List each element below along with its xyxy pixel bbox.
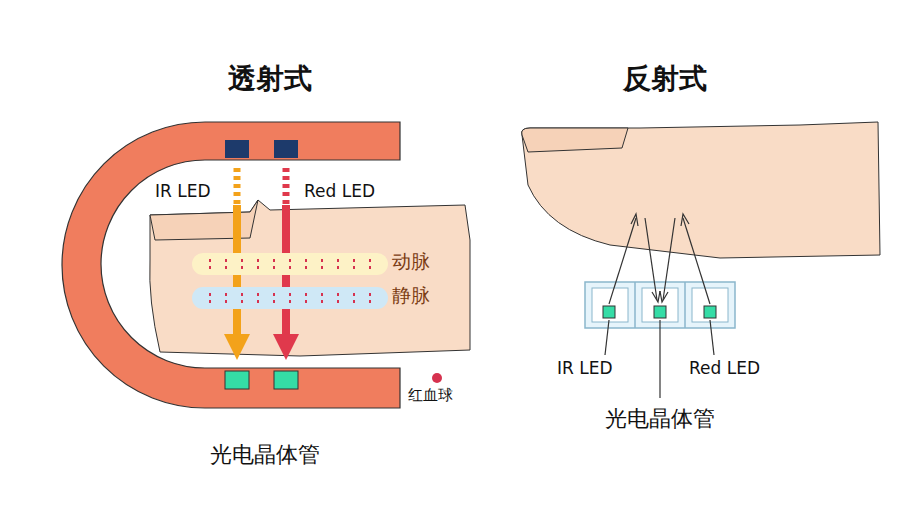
part-label: IR LED bbox=[557, 358, 613, 378]
clip-housing bbox=[62, 122, 400, 408]
part-label: Red LED bbox=[689, 358, 760, 378]
section-heading: 透射式 bbox=[228, 60, 312, 98]
finger bbox=[150, 200, 470, 356]
arrowhead bbox=[224, 334, 250, 360]
light-paths bbox=[609, 214, 710, 304]
nail bbox=[522, 128, 628, 152]
arrowhead bbox=[273, 334, 299, 360]
part-label: IR LED bbox=[155, 181, 211, 201]
vessel-band: 动脉 bbox=[192, 253, 432, 275]
red-beam bbox=[283, 168, 290, 205]
part-label: 光电晶体管 bbox=[605, 404, 715, 434]
photodiode bbox=[274, 371, 298, 389]
part-label: Red LED bbox=[304, 181, 375, 201]
section-heading: 反射式 bbox=[623, 60, 707, 98]
rbc-dot bbox=[432, 373, 442, 383]
part-label: 光电晶体管 bbox=[210, 440, 320, 470]
vessel-band: 静脉 bbox=[192, 287, 432, 309]
finger bbox=[522, 122, 880, 258]
band-fill bbox=[192, 287, 388, 309]
vessel-label: 静脉 bbox=[392, 283, 430, 309]
nail bbox=[150, 200, 258, 240]
ir-led bbox=[225, 140, 249, 158]
photodiode bbox=[225, 371, 249, 389]
part-label: 红血球 bbox=[408, 386, 453, 405]
vessel-label: 动脉 bbox=[392, 249, 430, 275]
band-fill bbox=[192, 253, 388, 275]
photodiode bbox=[654, 306, 666, 318]
red-led bbox=[704, 306, 716, 318]
ir-beam bbox=[234, 168, 241, 205]
ir-led bbox=[603, 306, 615, 318]
red-led bbox=[274, 140, 298, 158]
